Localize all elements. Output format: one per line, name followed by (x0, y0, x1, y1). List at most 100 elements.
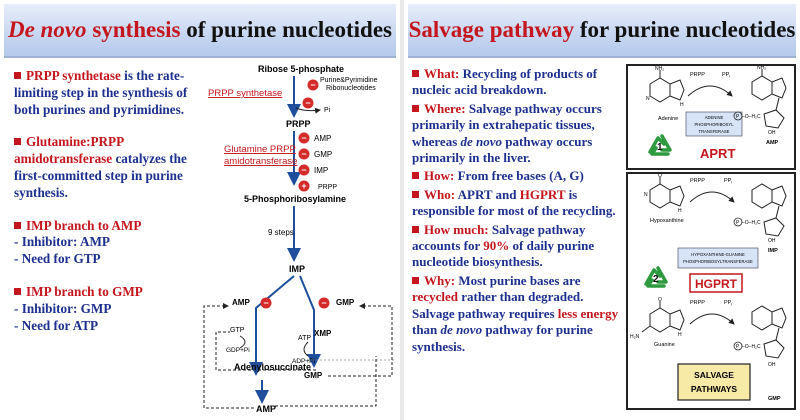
why-text: Most purine bases are (458, 272, 581, 288)
aprt-reaction-svg: NH₂ N H Adenine PRPP PPi ADENINE PHOSPHO… (646, 66, 787, 161)
imp-gmp-need: - Need for ATP (14, 317, 99, 333)
bullet-imp-gmp: IMP branch to GMP - Inhibitor: GMP - Nee… (14, 284, 200, 334)
pi-arrow (295, 107, 321, 114)
phosphoribosylamine-label: 5-Phosphoribosylamine (244, 194, 346, 204)
imp-feedback-label: IMP (314, 166, 328, 175)
inhibit-minus: − (321, 298, 326, 308)
hypoxanthine-o: O (658, 174, 662, 179)
hgprt-number: 2 (653, 274, 659, 285)
aprt-curve-arrow (687, 85, 733, 97)
de-novo-panel: De novo synthesis of purine nucleotides … (4, 4, 396, 414)
inhibit-minus: − (301, 149, 306, 159)
hgprt-curve-arrow-1 (689, 191, 735, 203)
aprt-amp-label: AMP (766, 140, 779, 146)
inhibit-icon (260, 297, 272, 309)
why-text-4: pathway for purine synthesis. (412, 322, 593, 354)
gtp-label: GTP (230, 327, 245, 334)
bullet-square-icon (412, 104, 419, 112)
amp-feedback-loop (203, 303, 254, 409)
adenine-h: H (680, 102, 684, 108)
how-much-percent: 90% (483, 238, 510, 254)
inhibit-icon (298, 132, 310, 144)
activate-icon (298, 180, 310, 192)
amidotransferase-text: catalyzes the first-committed step in pu… (14, 151, 187, 200)
aprt-reaction-box: NH₂ N H Adenine PRPP PPi ADENINE PHOSPHO… (626, 64, 796, 170)
aprt-ppi: PPi (722, 72, 730, 79)
bullet-amidotransferase: Glutamine:PRPP amidotransferase catalyze… (14, 134, 200, 201)
hypoxanthine-h: H (678, 208, 682, 214)
hgprt-prpp-2: PRPP (690, 300, 705, 306)
activate-plus: + (301, 181, 306, 191)
phosphate-icon (733, 341, 743, 351)
gmp-feedback-label: GMP (314, 150, 332, 159)
hgprt-ppi: PPi (724, 178, 732, 185)
hgprt-reaction-svg: O N H Hypoxanthine PRPP PPi P –O–H₂C OH … (630, 174, 787, 402)
hgprt-prpp: PRPP (690, 178, 705, 184)
who-label: Who: (424, 186, 456, 202)
amp-feedback-label: AMP (314, 134, 331, 143)
gmp-oh: OH (768, 362, 776, 368)
purine-pyr-label: Purine&Pyrimidine (320, 77, 378, 84)
inhibit-icon (302, 97, 314, 109)
inhibit-icon (318, 297, 330, 309)
inhibit-icon (298, 148, 310, 160)
why-label: Why: (424, 272, 456, 288)
imp-to-adenylosuccinate-arrow (249, 275, 295, 376)
guanine-o: O (658, 297, 662, 303)
salvage-pathways-1: SALVAGE (694, 370, 734, 380)
bullet-square-icon (14, 221, 21, 229)
ribonucleotides-label: Ribonucleotides (326, 85, 376, 92)
adenine-structure (649, 70, 685, 103)
hypoxanthine-n: N (644, 192, 648, 198)
purine-pathway-diagram: Ribose 5-phosphate − Purine&Pyrimidine R… (203, 64, 396, 414)
imp-oh: OH (768, 238, 776, 244)
why-text-2: rather than degraded. Salvage pathway re… (412, 289, 584, 321)
atp-label: ATP (298, 335, 311, 342)
prpp-label: PRPP (286, 119, 311, 129)
atp-cofactor-arc (303, 341, 309, 357)
adenylosuccinate-label: Adenylosuccinate (234, 362, 311, 372)
gtp-cofactor-arc (239, 335, 246, 349)
adenine-n: N (646, 96, 650, 102)
hgprt-label: HGPRT (695, 277, 738, 291)
how-text: From free bases (A, G) (457, 168, 584, 184)
title-de-novo: De novo (7, 17, 87, 42)
gmp-product-label: GMP (304, 371, 323, 380)
gmp-structure (751, 305, 787, 359)
aprt-enzyme-2: PHOSPHORIBOSYL (694, 122, 734, 127)
what-text: Recycling of products of nucleic acid br… (412, 66, 598, 98)
hypoxanthine-structure (649, 177, 685, 209)
amp-och2: –O–H₂C (742, 114, 761, 120)
aprt-label: APRT (700, 146, 735, 161)
title-salvage-rest: for purine nucleotides (579, 17, 796, 42)
why-less-energy: less energy (557, 305, 619, 321)
bullet-square-icon (412, 276, 419, 284)
hypoxanthine-label: Hypoxanthine (650, 218, 684, 224)
de-novo-bullets: PRPP synthetase is the rate-limiting ste… (14, 68, 200, 350)
inhibit-minus: − (305, 98, 310, 108)
de-novo-title: De novo synthesis of purine nucleotides (4, 4, 396, 58)
why-text-3: than (412, 322, 438, 338)
gmp-to-amp-branch-loop (215, 331, 316, 371)
guanine-structure (641, 301, 685, 333)
aprt-enzyme-1: ADENINE (705, 115, 724, 120)
bullet-square-icon (412, 70, 419, 77)
why-de-novo: de novo (440, 322, 483, 338)
ribose-5-phosphate-label: Ribose 5-phosphate (258, 64, 344, 74)
amidotransferase-label: Glutamine:PRPP amidotransferase (14, 134, 124, 167)
amp-structure (751, 69, 787, 129)
guanine-h: H (678, 332, 682, 338)
where-text-2: pathway occurs primarily in the liver. (412, 133, 593, 166)
gln-amido-enzyme-2: amidotransferase (224, 156, 297, 167)
inhibit-icon (298, 164, 310, 176)
imp-phosphate: P (736, 220, 740, 226)
imp-och2: –O–H₂C (742, 220, 761, 226)
title-synthesis: synthesis (92, 17, 181, 42)
salvage-pathways-box (677, 363, 751, 401)
imp-structure (751, 183, 787, 237)
aprt-prpp: PRPP (690, 72, 705, 78)
bullet-what: What: Recycling of products of nucleic a… (412, 66, 624, 99)
gmp-label: GMP (768, 396, 781, 402)
amp-phosphate: P (736, 114, 740, 120)
inhibit-icon (307, 79, 319, 91)
